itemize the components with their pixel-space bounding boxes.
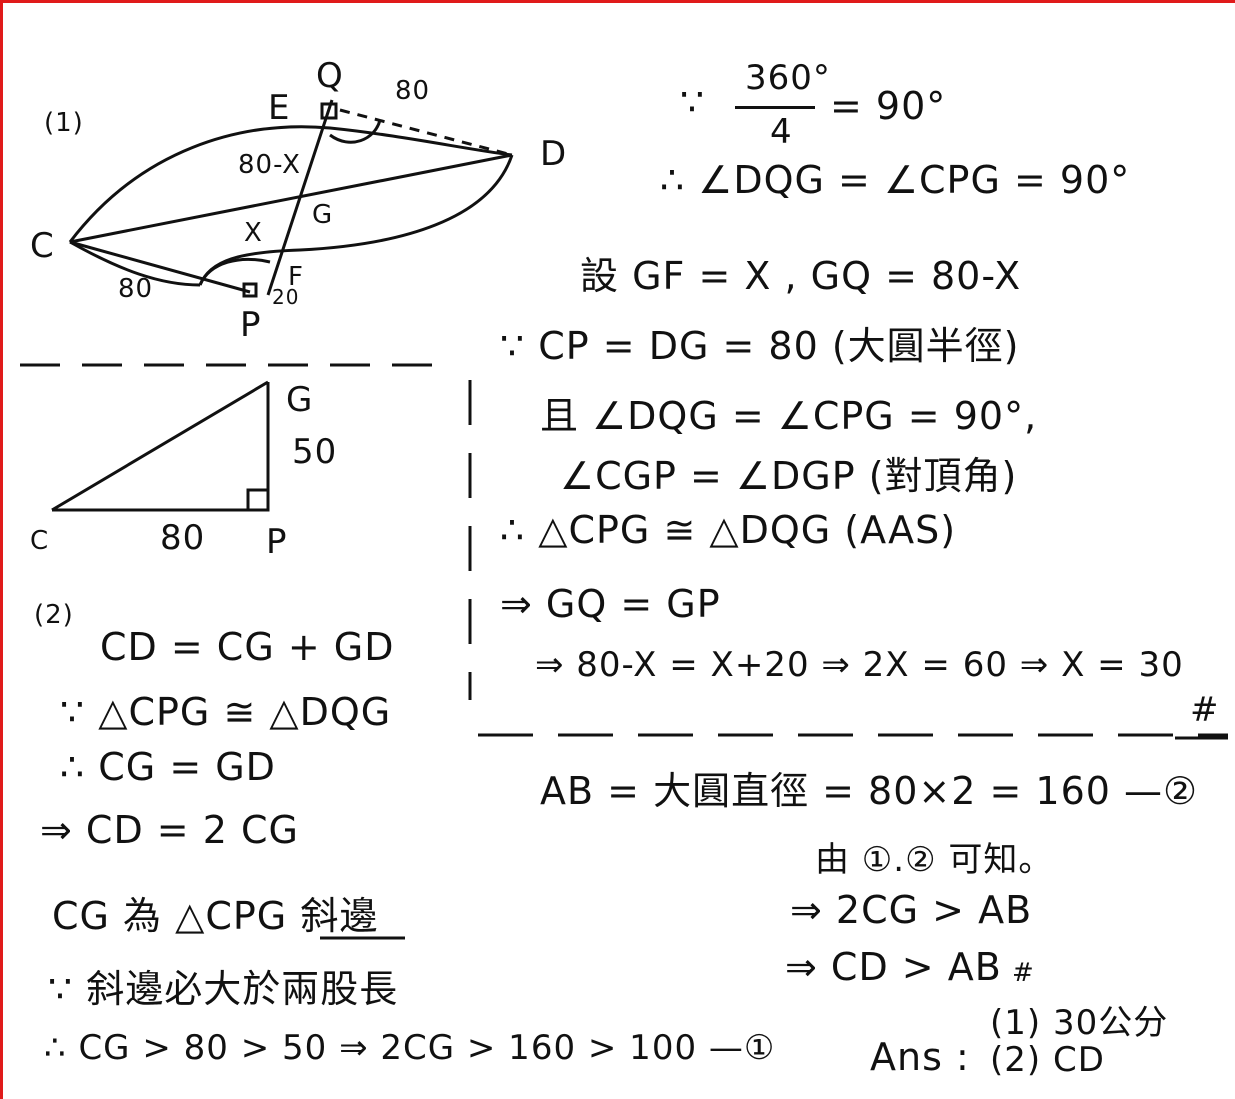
length-cp-label: 80 <box>118 274 154 304</box>
segment-lower-label: X <box>244 218 263 248</box>
left-line-2: ∵ △CPG ≅ △DQG <box>60 690 392 734</box>
lens-left-curve <box>69 240 201 287</box>
segment-qp <box>266 99 334 296</box>
right-line-i: AB = 大圓直徑 = 80×2 = 160 —② <box>540 769 1199 813</box>
point-q-label: Q <box>316 56 344 96</box>
part2-label: (2) <box>34 600 74 630</box>
tri-cp-length: 80 <box>160 518 206 558</box>
arc-q <box>329 119 382 144</box>
triangle-right-angle <box>246 488 270 512</box>
tri-g-label: G <box>286 380 314 420</box>
triangle-hypotenuse <box>51 380 269 512</box>
answer-label: Ans : <box>870 1035 970 1079</box>
tri-c-label: C <box>30 526 50 556</box>
diagonal-cd <box>69 153 513 244</box>
fraction-numerator: 360° <box>745 58 831 98</box>
right-line-c: ∵ CP = DG = 80 (大圓半徑) <box>500 324 1020 368</box>
tri-gp-length: 50 <box>292 432 338 472</box>
point-g-label: G <box>312 200 334 230</box>
tri-p-label: P <box>266 522 288 562</box>
left-line-7: ∴ CG > 80 > 50 ⇒ 2CG > 160 > 100 —① <box>44 1028 776 1068</box>
right-line-j: 由 ①.② 可知。 <box>815 840 1054 880</box>
left-line-5: CG 為 △CPG 斜邊 <box>52 894 379 938</box>
right-line-l: ⇒ CD > AB <box>785 945 1002 989</box>
arc-p <box>198 257 271 286</box>
triangle-figure <box>51 380 270 512</box>
answer-part-2: (2) CD <box>990 1040 1105 1080</box>
left-line-6: ∵ 斜邊必大於兩股長 <box>48 967 399 1011</box>
right-line-a: ∴ ∠DQG = ∠CPG = 90° <box>660 158 1131 202</box>
right-line-k: ⇒ 2CG > AB <box>790 888 1033 932</box>
lens-upper-arc <box>68 125 513 243</box>
right-line-h: ⇒ 80-X = X+20 ⇒ 2X = 60 ⇒ X = 30 <box>535 645 1184 685</box>
fig1-label: (1) <box>44 108 84 138</box>
left-line-4: ⇒ CD = 2 CG <box>40 808 299 852</box>
right-end-mark-2: # <box>1012 958 1035 988</box>
right-line-f: ∴ △CPG ≅ △DQG (AAS) <box>500 508 957 552</box>
fraction-denominator: 4 <box>770 112 793 152</box>
answer-part-1: (1) 30公分 <box>990 1003 1169 1043</box>
right-angle-q <box>320 102 338 120</box>
length-fp-label: 20 <box>272 285 300 309</box>
point-d-label: D <box>540 134 568 174</box>
segment-dq <box>339 108 513 157</box>
right-line-b: 設 GF = X , GQ = 80-X <box>580 254 1022 298</box>
right-line-d: 且 ∠DQG = ∠CPG = 90°, <box>540 394 1038 438</box>
point-c-label: C <box>30 226 55 266</box>
right-end-mark-1: # <box>1190 690 1220 730</box>
segment-upper-label: 80-X <box>238 150 301 180</box>
point-p-label: P <box>240 305 262 345</box>
because-mark: ∵ <box>680 80 706 124</box>
point-e-label: E <box>268 88 291 128</box>
segment-cp <box>69 240 251 294</box>
left-line-1: CD = CG + GD <box>100 625 395 669</box>
length-dq-label: 80 <box>395 76 431 106</box>
fraction-bar <box>735 106 815 109</box>
lens-figure <box>68 99 514 298</box>
point-f-label: F <box>288 262 304 292</box>
fraction-result: = 90° <box>830 84 947 128</box>
right-line-e: ∠CGP = ∠DGP (對頂角) <box>560 454 1018 498</box>
left-line-3: ∴ CG = GD <box>60 745 276 789</box>
right-angle-p <box>242 282 258 298</box>
right-line-g: ⇒ GQ = GP <box>500 582 721 626</box>
